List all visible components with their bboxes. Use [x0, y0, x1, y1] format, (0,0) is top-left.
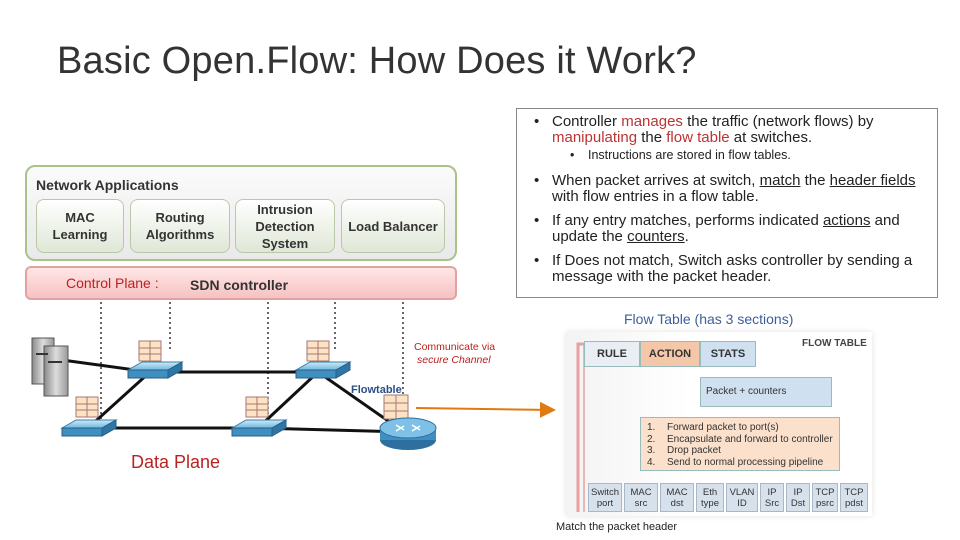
action-header: ACTION	[640, 341, 700, 367]
control-plane-label: Control Plane :	[66, 275, 159, 291]
secure-channel-label-1: Communicate via	[414, 341, 496, 353]
rule-header: RULE	[584, 341, 640, 367]
arrow-to-flow-table	[415, 401, 556, 418]
link-sw2-sw4	[256, 370, 320, 430]
link-sw1-sw3	[86, 370, 152, 430]
stats-cell: Packet + counters	[700, 377, 832, 407]
app-mac-learning: MAC Learning	[36, 199, 124, 253]
network-applications-title: Network Applications	[36, 177, 179, 193]
app-routing-algorithms: Routing Algorithms	[130, 199, 230, 253]
flow-table-heading: FLOW TABLE	[802, 338, 867, 349]
bullet-no-match: • If Does not match, Switch asks control…	[534, 252, 913, 285]
action-list: 1.Forward packet to port(s) 2.Encapsulat…	[640, 417, 840, 471]
stats-header: STATS	[700, 341, 756, 367]
app-load-balancer: Load Balancer	[341, 199, 445, 253]
data-plane-label: Data Plane	[131, 452, 221, 472]
bullet-packet-arrives: • When packet arrives at switch, match t…	[534, 172, 916, 205]
control-plane-bar	[25, 266, 457, 300]
action-item: 1.Forward packet to port(s)	[647, 422, 779, 433]
action-item: 4.Send to normal processing pipeline	[647, 456, 824, 468]
sub-bullet-instructions: • Instructions are stored in flow tables…	[570, 148, 791, 162]
switch-icon-2	[294, 340, 352, 379]
match-caption: Match the packet header	[556, 521, 678, 533]
switch-icon-1	[126, 340, 184, 379]
action-item: 3.Drop packet	[647, 445, 721, 456]
flow-table-caption: Flow Table (has 3 sections)	[624, 311, 794, 327]
data-plane-network	[31, 302, 556, 450]
router-icon	[379, 394, 437, 450]
switch-icon-3	[60, 396, 118, 437]
explanation-box	[516, 108, 938, 298]
control-links	[100, 302, 404, 420]
flowtable-label: Flowtable	[351, 384, 402, 396]
server-icon	[31, 337, 69, 397]
bullet-entry-matches: • If any entry matches, performs indicat…	[534, 212, 900, 245]
bullet-controller: • Controller manages the traffic (networ…	[534, 113, 874, 146]
app-intrusion-detection: Intrusion Detection System	[235, 199, 335, 253]
secure-channel-label-2: secure Channel	[417, 354, 491, 366]
action-item: 2.Encapsulate and forward to controller	[647, 433, 833, 445]
switch-icon-4	[230, 396, 288, 437]
sdn-controller-label: SDN controller	[190, 277, 289, 293]
slide-title: Basic Open.Flow: How Does it Work?	[57, 40, 697, 82]
